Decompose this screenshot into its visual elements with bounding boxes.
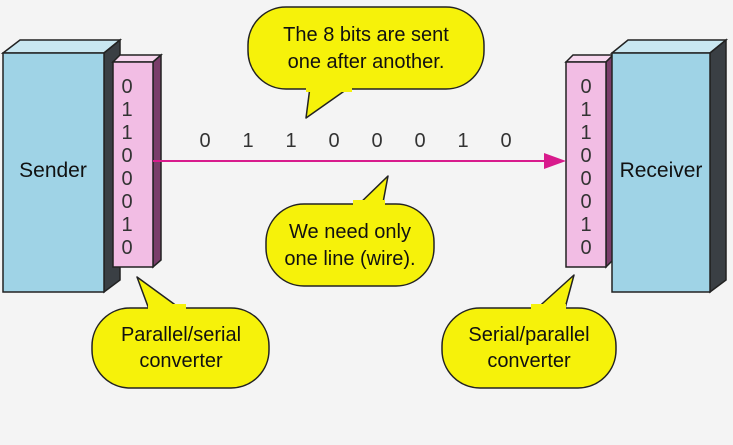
wire-bit: 0 — [371, 130, 382, 152]
receiver-bit: 1 — [580, 122, 591, 144]
wire-bit: 0 — [328, 130, 339, 152]
sender-bit: 0 — [121, 168, 132, 190]
wire-bit: 0 — [414, 130, 425, 152]
receiver-bit: 0 — [580, 145, 591, 167]
callout-sender-converter: Parallel/serial converter — [91, 276, 270, 389]
wire-bit: 1 — [285, 130, 296, 152]
receiver-bit: 1 — [580, 99, 591, 121]
wire — [153, 153, 566, 169]
sender-bit: 0 — [121, 145, 132, 167]
wire-bit: 0 — [199, 130, 210, 152]
callout-receiver-converter-line1: Serial/parallel — [468, 324, 589, 346]
arrow-head-icon — [544, 153, 566, 169]
sender-bit: 1 — [121, 122, 132, 144]
receiver-bit: 0 — [580, 237, 591, 259]
callout-top-line1: The 8 bits are sent — [283, 24, 449, 46]
sender-bit: 0 — [121, 237, 132, 259]
sender-box: Sender — [0, 38, 123, 294]
callout-receiver-converter-line2: converter — [487, 350, 571, 372]
receiver-bit: 0 — [580, 191, 591, 213]
receiver-bit: 0 — [580, 76, 591, 98]
callout-receiver-converter: Serial/parallel converter — [441, 274, 617, 389]
callout-middle: We need only one line (wire). — [265, 175, 435, 287]
callout-sender-converter-line1: Parallel/serial — [121, 324, 241, 346]
callout-middle-line2: one line (wire). — [284, 248, 415, 270]
sender-bit: 0 — [121, 76, 132, 98]
wire-bit: 0 — [500, 130, 511, 152]
sender-bit: 0 — [121, 191, 132, 213]
callout-top: The 8 bits are sent one after another. — [247, 6, 485, 119]
wire-bit: 1 — [457, 130, 468, 152]
callout-middle-line1: We need only — [289, 221, 411, 243]
callout-top-line2: one after another. — [288, 51, 445, 73]
wire-bit-sequence: 0 1 1 0 0 0 1 0 — [199, 130, 511, 152]
receiver-box: Receiver — [609, 38, 729, 294]
sender-label: Sender — [19, 159, 87, 182]
receiver-bit: 0 — [580, 168, 591, 190]
sender-bit: 1 — [121, 99, 132, 121]
receiver-label: Receiver — [620, 159, 703, 182]
receiver-bit: 1 — [580, 214, 591, 236]
wire-bit: 1 — [242, 130, 253, 152]
callout-sender-converter-line2: converter — [139, 350, 223, 372]
sender-bit: 1 — [121, 214, 132, 236]
